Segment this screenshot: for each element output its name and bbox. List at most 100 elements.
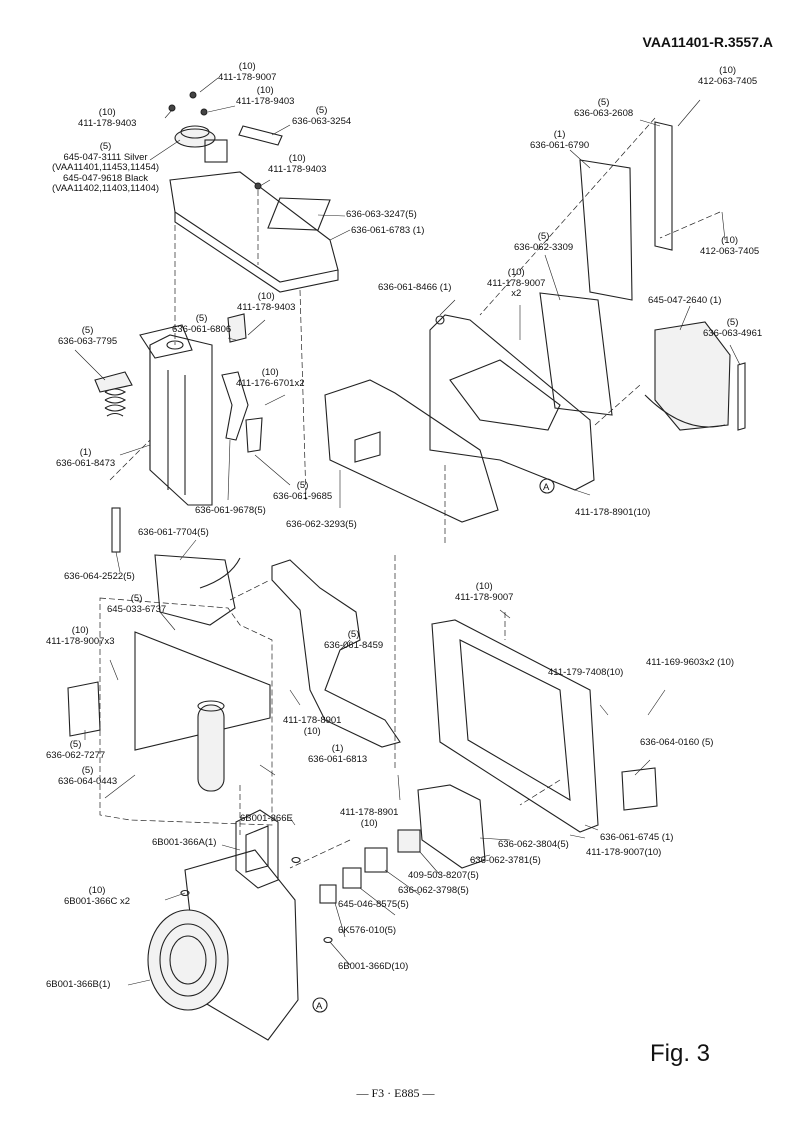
part-label-line: (5) [99,141,112,152]
part-label-line: (5) [81,765,94,776]
guide-lines [109,117,721,869]
part-label: 6B001-366A(1) [152,837,217,849]
ccd-bracket [417,784,486,869]
part-label-line: 411-178-9007x3 [46,635,115,647]
part-label: 636-062-3293(5) [286,519,357,531]
part-label: 411-179-7408(10) [548,667,623,679]
part-label-line: (5) [130,593,143,604]
part-label: 636-062-3798(5) [398,885,469,897]
small-sheet-right [621,767,658,811]
top-cover-plate [169,171,339,293]
part-label-line: 411-178-8901 [283,715,342,726]
part-label-line: 636-061-6813 [308,753,368,765]
filter-plate [319,884,337,904]
callout-a-lower: A [316,1001,323,1012]
part-label-line: 636-063-3254 [292,115,352,127]
part-label: 645-047-2640 (1) [648,295,722,307]
part-label: 636-061-8466 (1) [378,282,452,294]
part-label: 636-064-2522(5) [64,571,135,583]
part-label: (10)412-063-7405 [698,65,757,87]
part-label: (10)411-178-9403 [78,107,137,129]
part-label: (5)636-062-3309 [514,231,574,253]
part-label-line: 636-064-0443 [58,775,118,787]
part-label: (10)411-178-9403 [236,85,295,107]
part-label-line: 411-178-9403 [78,117,137,129]
part-label-line: 636-064-2522(5) [64,571,135,582]
part-label-line: (10) [238,61,256,72]
leader-lines [74,77,741,986]
part-label: (5)645-047-3111 Silver(VAA11401,11453,11… [52,141,160,195]
part-label-line: (5) [347,629,360,640]
part-label-line: 636-061-9678(5) [195,505,266,516]
part-label: (5)636-062-7277 [46,739,105,761]
part-label: 636-061-7704(5) [138,527,209,539]
insulation-sheet [539,292,613,416]
part-label-line: 636-061-6806 [172,323,232,335]
side-frame-block [139,324,213,506]
center-board [324,379,499,523]
part-label: 409-503-8207(5) [408,870,479,882]
part-label-line: 6B001-366A(1) [152,837,217,848]
part-label: 636-063-3247(5) [346,209,417,221]
part-label-line: 411-178-9007 [487,277,546,289]
part-label: (1)636-061-8473 [56,447,115,469]
part-label: 636-062-3781(5) [470,855,541,867]
part-label: (10)411-178-9007x3 [46,625,115,647]
small-tape-top [238,125,283,146]
part-label: 636-064-0160 (5) [640,737,713,749]
part-label-line: (1) [79,447,92,458]
part-label: (10)411-178-9403 [268,153,327,175]
part-label: 645-046-8575(5) [338,899,409,911]
part-label-line: 636-062-3804(5) [498,839,569,850]
part-label-line: (5) [296,480,309,491]
part-label-line: 645-047-2640 (1) [648,295,722,306]
part-label-line: (10) [288,153,306,164]
part-label-line: 636-061-6790 [530,139,590,151]
part-label-line: (VAA11401,11453,11454) [52,162,160,173]
right-panel-board [579,121,673,301]
ccd-sensor [397,829,421,853]
part-label: 6K576-010(5) [338,925,397,937]
part-label-line: 636-062-3309 [514,241,574,253]
part-label-line: (10) [719,65,737,76]
small-sheet-left [67,681,101,737]
part-label-line: 636-061-8466 (1) [378,282,452,293]
washers [180,856,333,944]
part-label: 6B001-366B(1) [46,979,110,991]
part-label-line: 636-063-4961 [703,327,763,339]
part-label-line: (10) [360,817,378,829]
part-label-line: 636-061-8459 [324,639,384,651]
part-label-line: 636-062-3293(5) [286,519,357,530]
top-sheet-label [267,197,331,231]
figure-label: Fig. 3 [650,1040,711,1067]
part-label-line: 6B001-366C x2 [64,895,131,907]
callout-a-upper: A [543,482,550,493]
part-label-line: 636-063-2608 [574,107,634,119]
part-label-line: (1) [331,743,344,754]
part-label-line: (10) [257,291,275,302]
part-label-line: (10) [71,625,89,636]
part-label-line: (5) [69,739,82,750]
part-label: (5)636-063-3254 [292,105,352,127]
part-label-line: 411-178-9403 [236,95,295,107]
part-label-line: 636-061-9685 [273,490,333,502]
lens-unit [147,849,299,1041]
part-label-line: (10) [256,85,274,96]
part-label: (10)411-178-9403 [237,291,295,313]
part-label-line: (1) [553,129,566,140]
part-label: (1)636-061-6790 [530,129,590,151]
part-label-line: (5) [81,325,94,336]
part-label: 636-061-6783 (1) [351,225,424,237]
part-label: (10)411-178-9007 [218,61,276,83]
part-label-line: 412-063-7405 [700,245,760,257]
part-label-line: 411-178-9403 [268,163,327,175]
battery-board [134,631,271,792]
filter [342,867,362,889]
part-label: (5)636-063-4961 [703,317,763,339]
part-label-line: 6K576-010(5) [338,925,397,936]
part-label: 6B001-366E [240,813,293,825]
part-label-line: (10) [721,235,739,246]
mode-dial-assembly [174,125,228,163]
part-label-line: 411-176-6701x2 [236,377,305,389]
